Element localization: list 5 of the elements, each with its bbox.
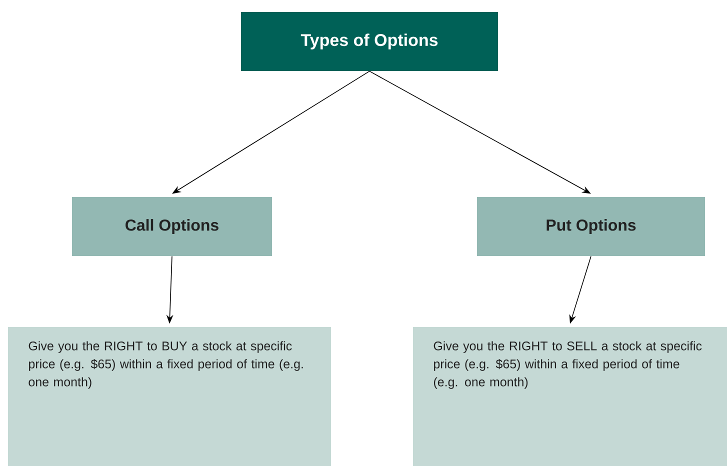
category-box: Call Options (72, 197, 272, 256)
description-box: Give you the RIGHT to SELL a stock at specific price (e.g. $65) within a fixed period of time (e.g. one month) (413, 327, 727, 466)
category-box: Put Options (477, 197, 705, 256)
description-box: Give you the RIGHT to BUY a stock at specific price (e.g. $65) within a fixed period of time (e.g. one month) (8, 327, 331, 466)
title-box: Types of Options (241, 12, 498, 71)
